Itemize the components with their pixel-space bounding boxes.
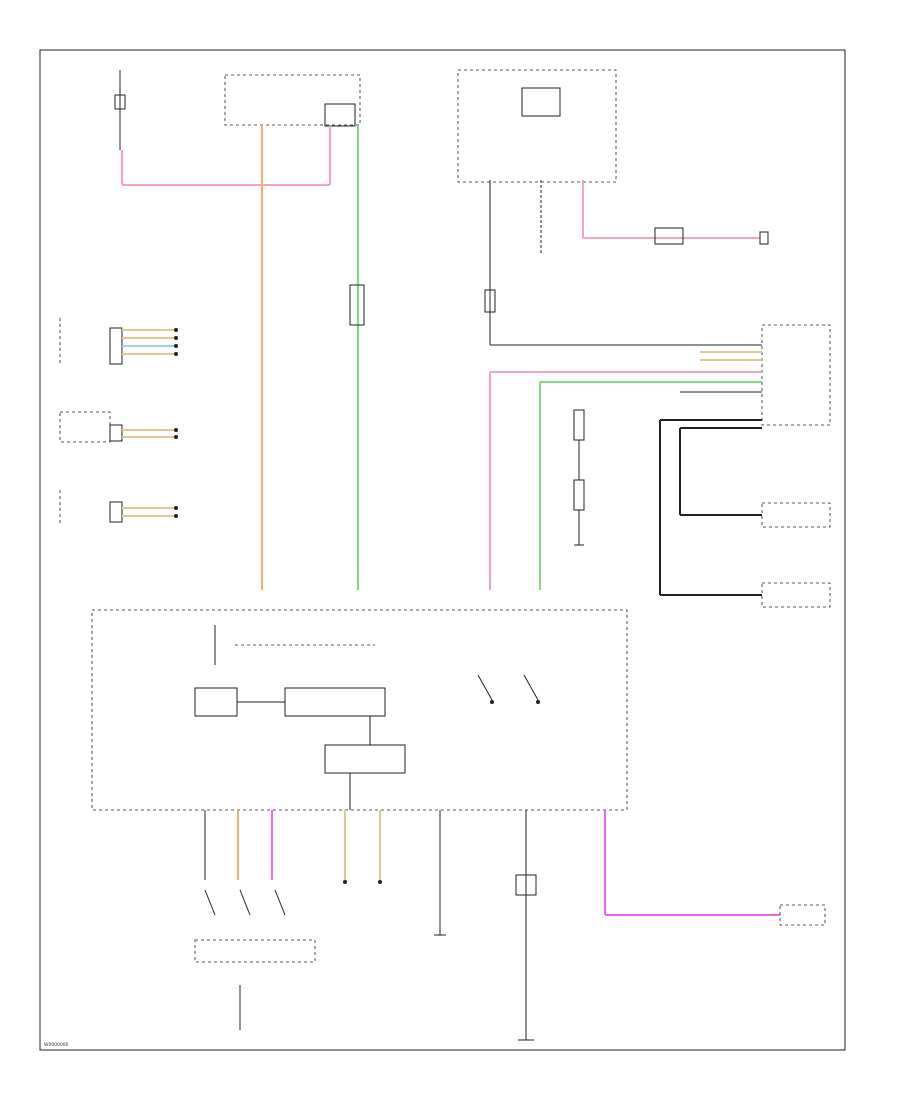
bottom-circuits [194,810,826,1041]
connector-group-left [59,318,178,525]
footer-code: W0000000 [44,1042,69,1048]
diagram-frame [39,49,846,1051]
relay-top-right [457,69,769,345]
connector-group-right [489,324,831,608]
control-module [91,609,628,811]
junction-block-center [122,74,365,590]
fuse-block-left [114,70,126,185]
